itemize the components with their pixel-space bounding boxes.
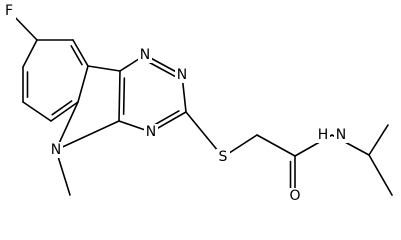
double-bond-inner-line xyxy=(152,110,180,127)
triazine-nitrogen-2-background xyxy=(175,67,189,83)
carbonyl-oxygen-label: O xyxy=(289,188,300,204)
amide-hydrogen-label: H xyxy=(318,127,329,143)
amide-nitrogen-label: N xyxy=(336,127,346,143)
triazine-nitrogen-3-background xyxy=(144,124,158,140)
fluorine-atom-label: F xyxy=(5,3,13,19)
bond-layer xyxy=(8,10,393,197)
carbonyl-oxygen-background xyxy=(288,188,302,204)
single-bond xyxy=(368,124,389,156)
single-bond xyxy=(256,134,296,157)
amide-hydrogen-background xyxy=(316,127,330,143)
triazine-nitrogen-1-label: N xyxy=(140,47,150,63)
double-bond-inner-line xyxy=(70,45,83,66)
sulfur-atom-background xyxy=(216,149,230,165)
single-bond xyxy=(87,65,121,72)
double-bond xyxy=(72,39,89,67)
double-bond xyxy=(118,70,121,122)
sulfur-atom-label: S xyxy=(219,149,228,165)
triazine-nitrogen-1-background xyxy=(138,47,152,63)
double-bond xyxy=(50,101,79,122)
single-bond xyxy=(22,39,38,68)
fluorine-atom-background xyxy=(2,3,16,19)
indole-nitrogen-label: N xyxy=(51,142,61,158)
amide-nitrogen-background xyxy=(334,127,348,143)
indole-nitrogen-background xyxy=(49,142,63,158)
double-bond-inner-line xyxy=(147,60,176,77)
single-bond xyxy=(77,65,89,103)
double-bond-inner-line xyxy=(51,100,73,116)
single-bond xyxy=(368,154,393,196)
single-bond xyxy=(22,101,52,122)
triazine-nitrogen-3-label: N xyxy=(146,124,156,140)
single-bond xyxy=(55,120,120,151)
triazine-nitrogen-2-label: N xyxy=(177,67,187,83)
double-bond-inner-line xyxy=(122,77,126,115)
